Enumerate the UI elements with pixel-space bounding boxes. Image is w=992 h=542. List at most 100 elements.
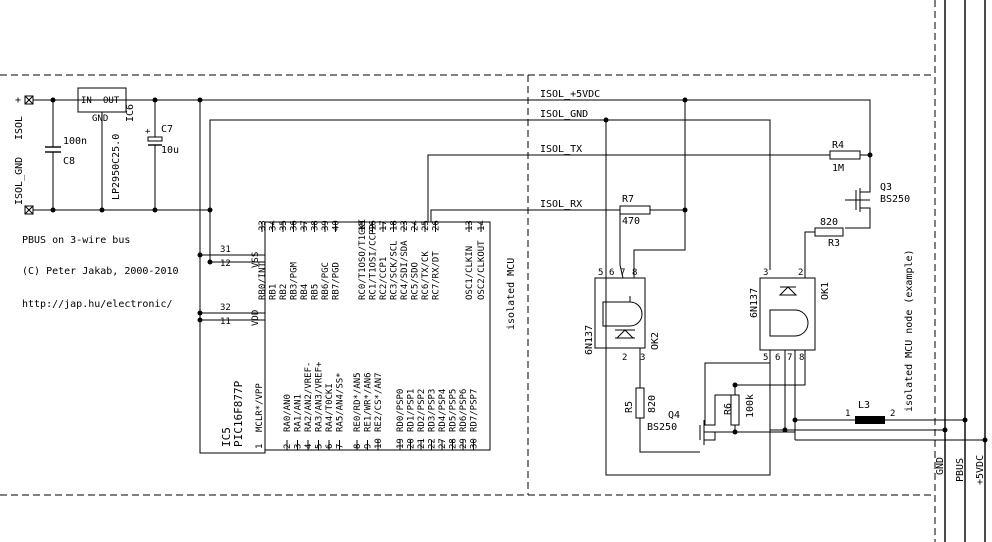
q3-ref: Q3	[880, 182, 892, 193]
ok2-pin-8: 8	[632, 268, 637, 278]
ra-pin-label: RA2/AN2/VREF-	[304, 362, 314, 432]
rd-pin-label: RD4/PSP4	[438, 389, 448, 432]
ok1-lower-wires	[704, 350, 965, 431]
rd-pin-number: 28	[449, 438, 459, 449]
vdd-pin-b: 11	[220, 317, 231, 327]
q4-fet	[699, 394, 795, 445]
rd-pin-number: 29	[459, 438, 469, 449]
rd-pin-number: 19	[396, 438, 406, 449]
ra-pin-number: 7	[336, 444, 346, 449]
wire-isol-5v	[33, 99, 871, 160]
ra-pin-label: RA0/AN0	[283, 394, 293, 432]
rb-pin-number: 38	[311, 220, 321, 231]
rc-pin-number: 16	[369, 220, 379, 231]
re-pin-label: RE1/WR*/AN6	[364, 372, 374, 432]
ok1-part: 6N137	[749, 288, 760, 318]
ok1-pin-7: 7	[787, 353, 792, 363]
left-isol-gnd-label: ISOL_GND	[14, 157, 25, 205]
gnd-label: GND	[935, 457, 946, 475]
opto-ok2	[594, 277, 646, 349]
osc-pin-number: 14	[477, 220, 487, 231]
r5-ref: R5	[624, 401, 635, 413]
re-pin-number: 8	[353, 444, 363, 449]
ok2-wires	[605, 100, 771, 476]
rc-pin-number: 17	[379, 220, 389, 231]
ok1-pin-6: 6	[775, 353, 780, 363]
capacitor-c7	[147, 100, 163, 210]
osc-pin-label: OSC2/CLKOUT	[477, 240, 487, 300]
ok2-pin-2: 2	[622, 353, 627, 363]
ok1-ref: OK1	[820, 282, 831, 300]
resistor-r7	[619, 205, 651, 215]
ra-pin-label: RA5/AN4/SS*	[336, 372, 346, 432]
q4-part: BS250	[647, 422, 677, 433]
c7-value: 10u	[161, 145, 179, 156]
ok2-part: 6N137	[584, 325, 595, 355]
ra-pin-number: 4	[304, 444, 314, 449]
reg-out: OUT	[103, 96, 120, 106]
vss-pin-a: 31	[220, 245, 231, 255]
pbus-label: PBUS	[955, 458, 966, 482]
left-plus: +	[15, 95, 21, 106]
re-pin-label: RE2/CS*/AN7	[374, 372, 384, 432]
r3-ref: R3	[828, 238, 840, 249]
rd-pin-label: RD0/PSP0	[396, 389, 406, 432]
osc-pin-number: 13	[465, 220, 475, 231]
rc-pin-number: 18	[390, 220, 400, 231]
ra-pin-label: RA1/AN1	[294, 394, 304, 432]
v5-label: +5VDC	[975, 455, 986, 485]
c7-ref: C7	[161, 124, 173, 135]
resistor-r4	[829, 150, 861, 160]
rb-pin-label: RB7/PGD	[332, 262, 342, 300]
rb-pin-label: RB5	[311, 284, 321, 300]
mcu-title: isolated MCU	[506, 258, 517, 330]
r5-value: 820	[647, 395, 658, 413]
side-note: isolated MCU node (example)	[904, 249, 915, 412]
q3-part: BS250	[880, 194, 910, 205]
ok2-led	[615, 329, 635, 339]
c8-ref: C8	[63, 156, 75, 167]
r6-ref: R6	[723, 403, 734, 415]
rd-pin-label: RD5/PSP5	[449, 389, 459, 432]
note-line1: PBUS on 3-wire bus	[22, 235, 130, 246]
rd-pin-label: RD7/PSP7	[470, 389, 480, 432]
re-pin-number: 10	[374, 438, 384, 449]
reg-in: IN	[81, 96, 92, 106]
ra-pin-number: 2	[283, 444, 293, 449]
ra-pin-label: RA3/AN3/VREF+	[315, 361, 325, 432]
mcu-pin-group: 33RB0/INT34RB135RB236RB3/PGM37RB438RB539…	[255, 219, 487, 450]
vss-label: VSS	[251, 252, 261, 268]
rd-pin-label: RD3/PSP3	[428, 389, 438, 432]
rc-pin-label: RC6/TX/CK	[421, 251, 431, 300]
ok1-pin-5: 5	[763, 353, 768, 363]
rb-pin-number: 37	[300, 220, 310, 231]
ra-pin-number: 3	[294, 444, 304, 449]
rc-pin-number: 24	[411, 220, 421, 231]
wire-isol-rx	[430, 209, 620, 222]
vss-pin-b: 12	[220, 259, 231, 269]
rd-pin-number: 21	[417, 438, 427, 449]
rc-pin-label: RC7/RX/DT	[432, 251, 442, 300]
wire-isol-tx	[427, 154, 830, 222]
r4-value: 1M	[832, 163, 844, 174]
reg-ref: IC6	[125, 104, 136, 122]
r6-value: 100k	[745, 394, 756, 418]
rb-pin-label: RB6/PGC	[321, 262, 331, 300]
rd-pin-number: 20	[407, 438, 417, 449]
note-line3: http://jap.hu/electronic/	[22, 299, 173, 310]
rd-pin-number: 30	[470, 438, 480, 449]
ok1-gate	[769, 309, 809, 337]
rb-pin-number: 34	[269, 220, 279, 231]
rd-pin-label: RD2/PSP2	[417, 389, 427, 432]
terminal-plus	[24, 95, 34, 105]
rd-pin-label: RD1/PSP1	[407, 389, 417, 432]
re-pin-number: 9	[364, 444, 374, 449]
ok1-pin-3: 3	[763, 268, 768, 278]
mclr-pin-number: 1	[255, 444, 265, 449]
l3-ref: L3	[858, 400, 870, 411]
left-isol-label: ISOL	[14, 116, 25, 140]
rc-pin-label: RC3/SCK/SCL	[390, 240, 400, 300]
r3-value: 820	[820, 217, 838, 228]
rb-pin-number: 39	[321, 220, 331, 231]
net-isol-rx: ISOL_RX	[540, 199, 582, 210]
